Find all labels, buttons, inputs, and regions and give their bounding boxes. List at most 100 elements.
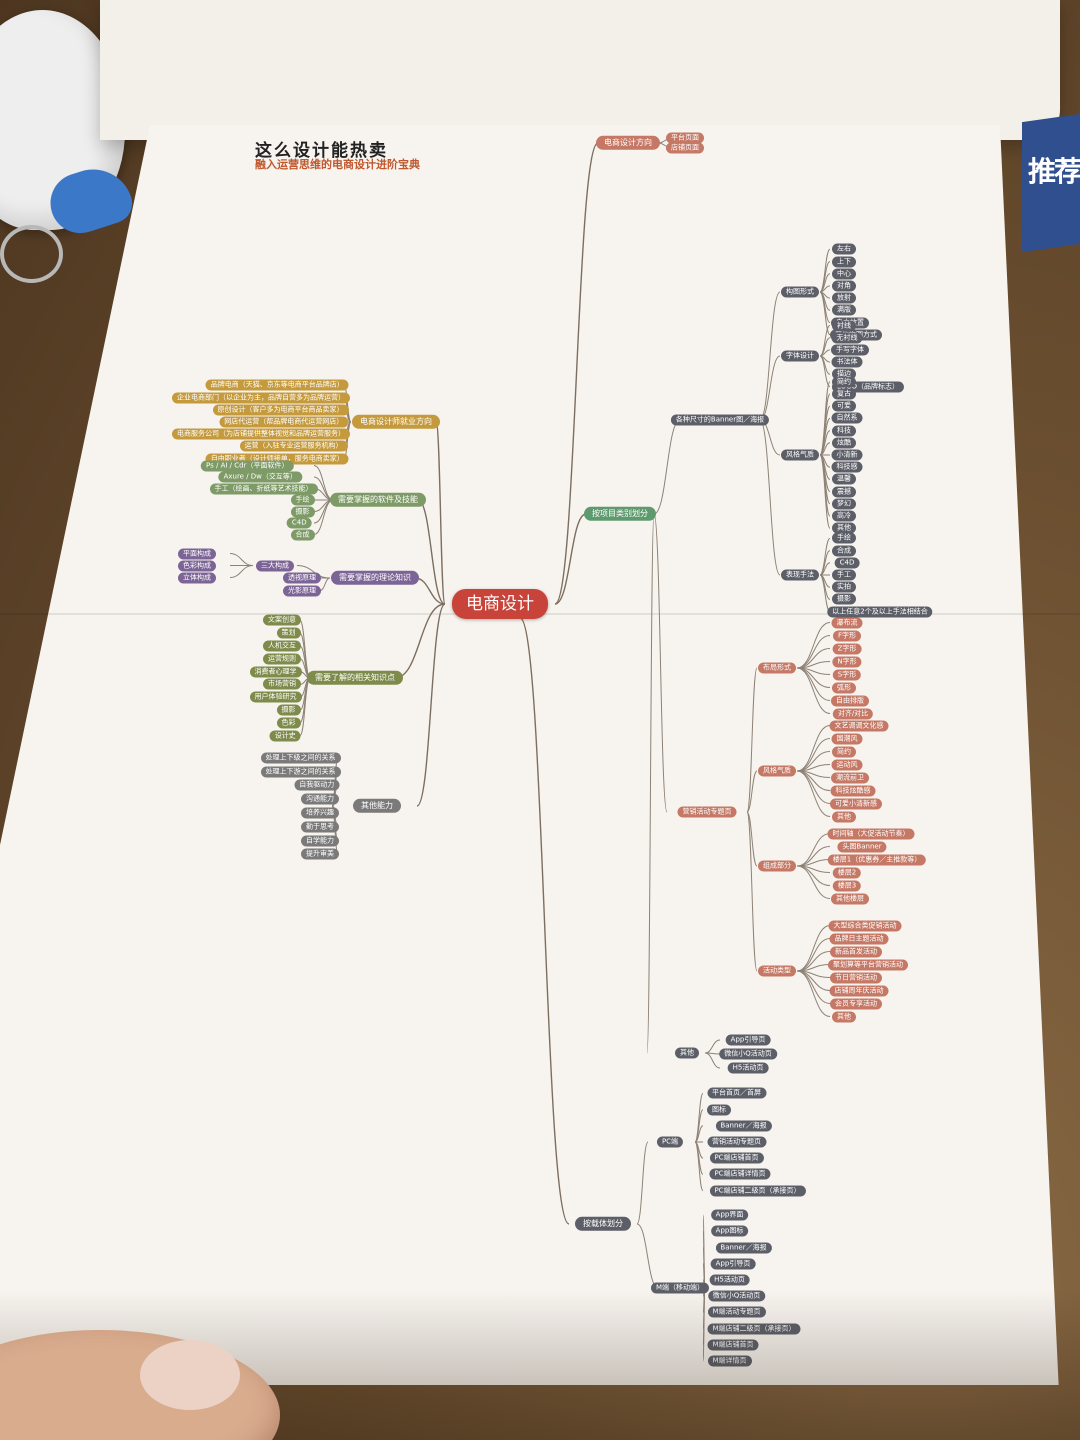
leaf-node: 合成: [832, 545, 856, 557]
connector: [796, 970, 831, 1004]
connector: [653, 419, 681, 515]
leaf-node: Banner／海报: [715, 1120, 772, 1132]
sub-group: PC端: [656, 1136, 684, 1148]
connector: [704, 1039, 721, 1054]
sub-group: 字体设计: [781, 350, 819, 362]
connector: [759, 419, 781, 576]
connector: [746, 667, 758, 813]
leaf-node: 自我驱动力: [294, 779, 340, 791]
leaf-node: 品牌电商（天猫、京东等电商平台品牌店）: [205, 379, 349, 391]
leaf-node: 时间轴（大促活动节奏）: [827, 827, 915, 840]
leaf-node: 对角: [832, 280, 856, 292]
leaf-node: 其他: [832, 522, 856, 534]
leaf-node: 新品首发活动: [830, 945, 882, 958]
leaf-node: PC端店铺详情页: [709, 1168, 771, 1180]
leaf-node: M端详情页: [707, 1355, 752, 1367]
leaf-node: 科技炫酷感: [830, 784, 876, 797]
sub-group: 风格气质: [758, 765, 796, 777]
sub-group: 布局形式: [758, 662, 796, 674]
leaf-node: 设计史: [269, 730, 301, 742]
leaf-node: 摄影: [290, 505, 315, 518]
leaf-node: 瀑布流: [831, 616, 863, 629]
connector: [796, 970, 831, 1017]
mindmap-poster: [0, 125, 1060, 1385]
leaf-node: 手工（绘画、折纸等艺术技能）: [209, 482, 318, 495]
leaf-node: 满版: [832, 304, 856, 316]
leaf-node: PC端店铺首页: [709, 1152, 764, 1164]
leaf-node: 潮流前卫: [831, 771, 869, 784]
leaf-node: 色彩: [276, 717, 301, 729]
leaf-node: 弧形: [832, 681, 856, 694]
leaf-node: 自学能力: [301, 834, 339, 847]
leaf-node: 策划: [276, 627, 301, 639]
sub-group: M端（移动端）: [650, 1282, 710, 1294]
leaf-node: M端店铺二级页（承接页）: [707, 1322, 801, 1335]
connector: [819, 261, 831, 293]
connector: [819, 325, 831, 357]
leaf-node: 手写字体: [831, 344, 869, 356]
connector: [229, 553, 254, 566]
leaf-node: 网店代运营（帮品牌电商代运营网店）: [219, 416, 349, 428]
leaf-node: 会员专享活动: [830, 997, 882, 1010]
leaf-node: 摄影: [832, 593, 856, 605]
connector: [554, 513, 587, 605]
connector: [746, 770, 758, 813]
connector: [519, 617, 570, 1225]
connector: [819, 355, 831, 387]
leaf-node: 平台页面: [666, 132, 704, 144]
leaf-node: 复古: [832, 388, 856, 400]
leaf-node: 培养兴趣: [301, 807, 339, 819]
branch-left-2: 需要掌握的理论知识: [331, 570, 419, 586]
leaf-node: 描边: [832, 368, 856, 380]
leaf-node: 其他: [832, 1010, 856, 1023]
branch-left-4: 其他能力: [353, 798, 401, 814]
leaf-node: 大型综合类促销活动: [828, 919, 902, 932]
branch-right-2: 按载体划分: [575, 1216, 631, 1232]
leaf-node: M端店铺首页: [707, 1339, 759, 1351]
sub-branch: 各种尺寸的Banner图／海报: [670, 414, 770, 426]
leaf-node: H5活动页: [709, 1274, 750, 1286]
leaf-node: 平台首页／首屏: [707, 1087, 766, 1099]
sub-group: 活动类型: [758, 965, 796, 977]
connector: [819, 291, 831, 336]
connector: [796, 770, 831, 804]
mindmap-root: 电商设计: [452, 588, 548, 620]
connector: [416, 603, 446, 807]
leaf-node: PC端店铺二级页（承接页）: [709, 1185, 806, 1197]
sub-group: 三大构成: [256, 559, 294, 572]
connector: [636, 1141, 649, 1225]
leaf-node: 运动风: [831, 758, 863, 771]
leaf-node: 处理上下游之间的关系: [260, 765, 341, 778]
leaf-node: Banner／海报: [715, 1241, 772, 1254]
leaf-node: C4D: [286, 517, 312, 529]
sub-branch: 其他: [675, 1047, 699, 1059]
leaf-node: App引导页: [725, 1034, 771, 1046]
leaf-node: 节日营销活动: [830, 971, 882, 984]
leaf-node: 沟通能力: [301, 793, 339, 805]
leaf-node: 衬线: [832, 319, 856, 332]
leaf-node: 放射: [832, 292, 856, 304]
connector: [299, 632, 311, 679]
leaf-node: 光影原理: [283, 584, 321, 597]
leaf-node: 梦幻: [832, 498, 856, 510]
leaf-node: 原创设计（客户多为电商平台商品卖家）: [212, 404, 349, 416]
leaf-node: 聚划算等平台营销活动: [828, 958, 908, 971]
leaf-node: 楼层1（优惠券／主推款等）: [827, 853, 927, 866]
branch-left-0: 电商设计师就业方向: [352, 414, 440, 430]
leaf-node: 对齐/对比: [832, 707, 874, 720]
leaf-node: 微信小Q活动页: [719, 1048, 777, 1060]
leaf-node: 可爱: [832, 400, 856, 412]
connector: [636, 1223, 659, 1289]
leaf-node: 人机交互: [263, 640, 301, 652]
leaf-node: 营销活动专题页: [707, 1136, 766, 1148]
leaf-node: 店铺页面: [666, 142, 704, 154]
leaf-node: 中心: [832, 268, 856, 280]
connector: [796, 622, 831, 669]
key-ring: [0, 225, 63, 283]
connector: [554, 142, 599, 605]
connector: [796, 925, 831, 972]
branch-left-3: 需要了解的相关知识点: [307, 670, 403, 686]
branch-left-1: 需要掌握的软件及技能: [330, 492, 426, 508]
sub-group: 组成部分: [758, 860, 796, 872]
leaf-node: 店铺周年庆活动: [829, 984, 889, 997]
